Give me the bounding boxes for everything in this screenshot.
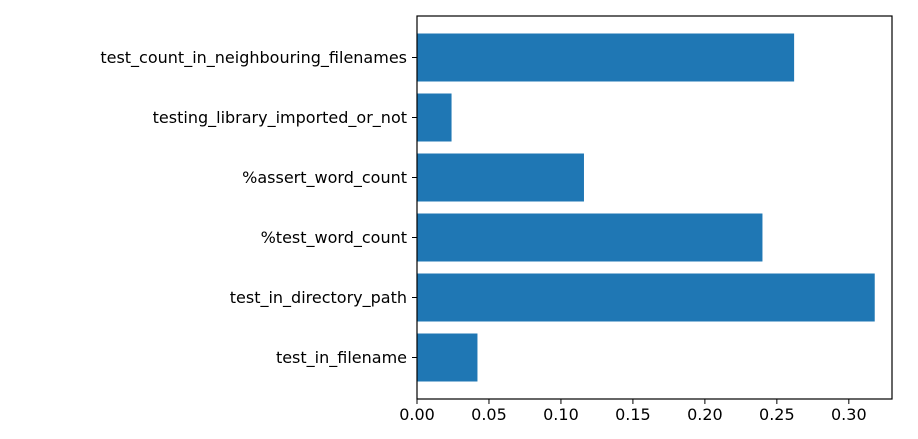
bars-group <box>417 33 875 382</box>
x-tick-label: 0.00 <box>399 405 435 424</box>
bar-%test_word_count <box>417 213 763 262</box>
y-tick-label: test_in_directory_path <box>230 288 407 308</box>
y-tick-label: %test_word_count <box>261 228 407 248</box>
y-tick-label: testing_library_imported_or_not <box>153 108 407 128</box>
x-tick-label: 0.20 <box>687 405 723 424</box>
x-tick-label: 0.10 <box>543 405 579 424</box>
x-tick-label: 0.05 <box>471 405 507 424</box>
bar-test_in_directory_path <box>417 273 875 322</box>
x-tick-label: 0.30 <box>831 405 867 424</box>
bar-test_in_filename <box>417 333 478 382</box>
y-tick-label: test_count_in_neighbouring_filenames <box>100 48 407 68</box>
bar-%assert_word_count <box>417 153 584 202</box>
x-tick-label: 0.15 <box>615 405 651 424</box>
y-axis-labels: test_in_filename test_in_directory_path %t… <box>100 48 417 368</box>
bar-test_count_in_neighbouring_filenames <box>417 33 795 82</box>
bar-testing_library_imported_or_not <box>417 93 452 142</box>
x-axis-ticks: 0.00 0.05 0.10 0.15 0.20 0.25 0.30 <box>399 399 867 424</box>
y-tick-label: %assert_word_count <box>242 168 407 188</box>
plot-frame <box>416 15 893 400</box>
x-tick-label: 0.25 <box>759 405 795 424</box>
y-tick-label: test_in_filename <box>276 348 407 368</box>
